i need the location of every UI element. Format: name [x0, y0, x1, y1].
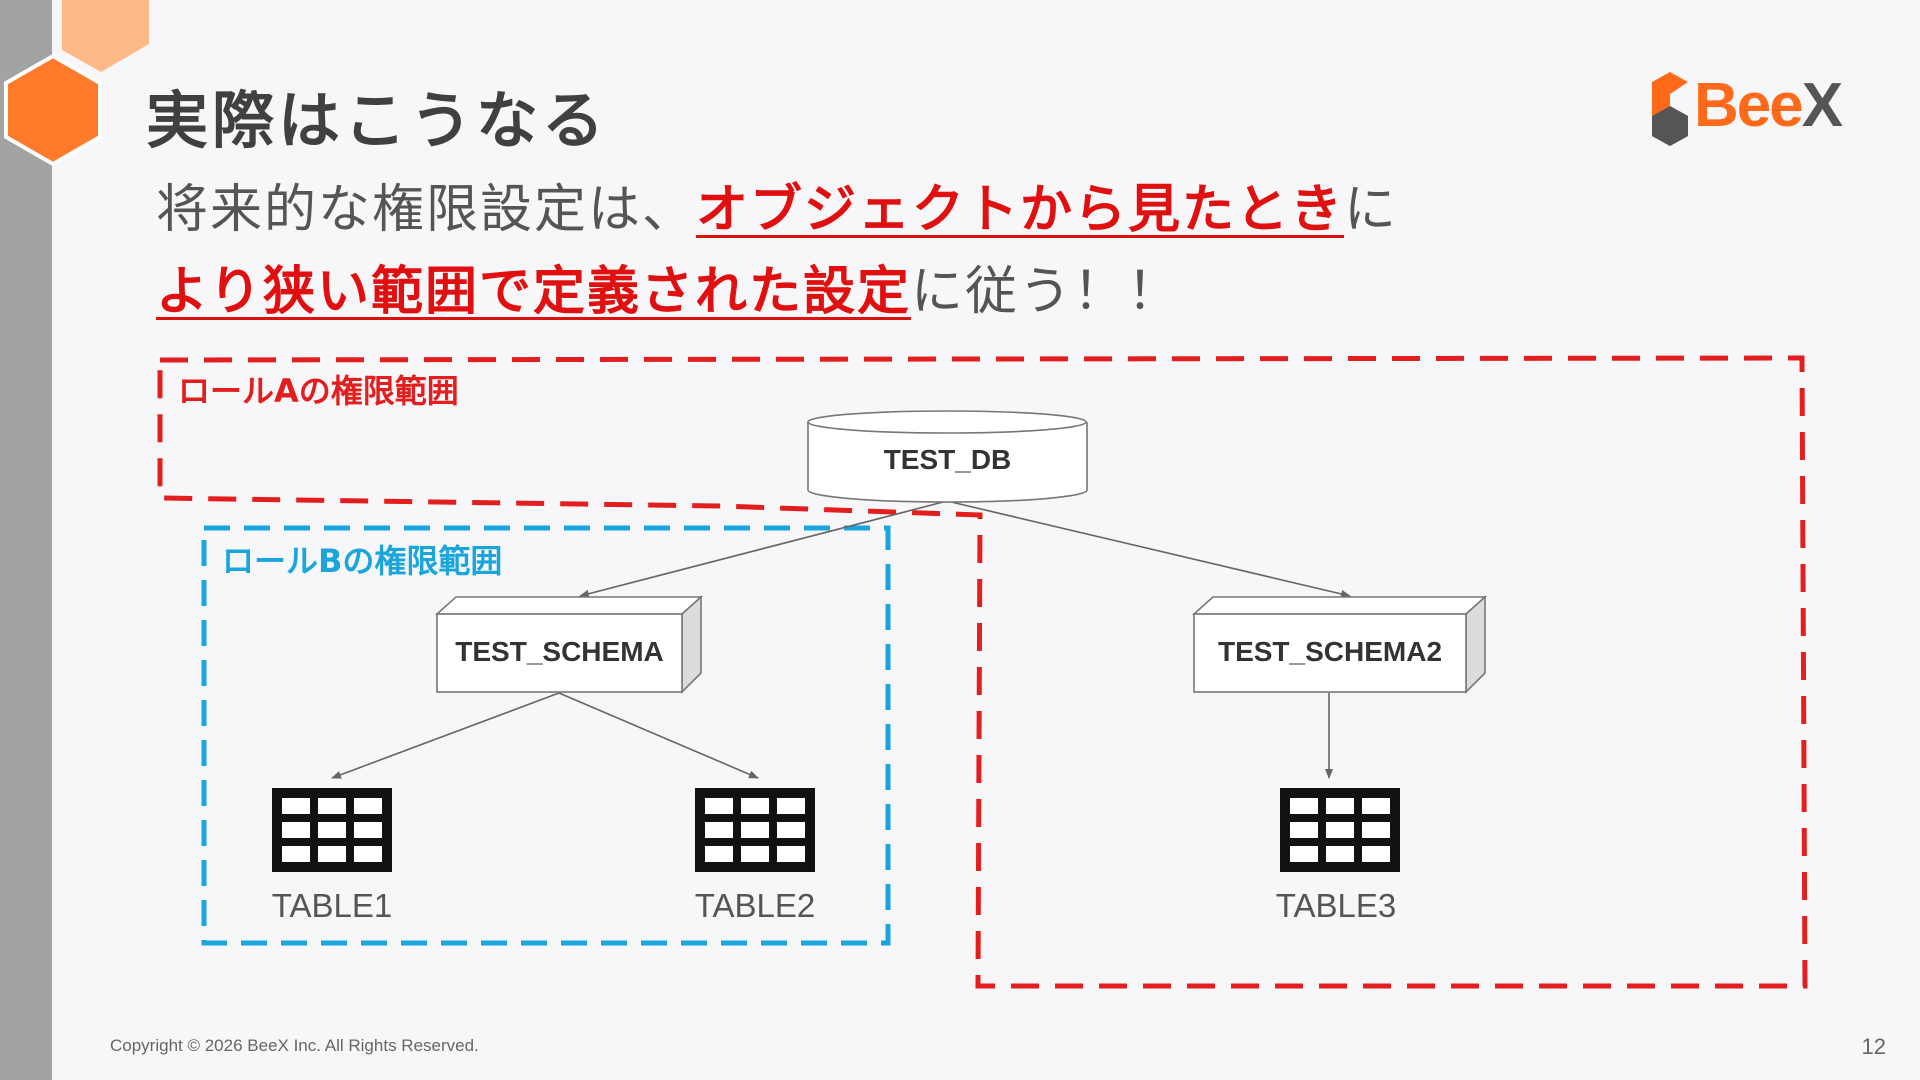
hexagon-light-icon: [62, 0, 149, 72]
database-label: TEST_DB: [883, 444, 1012, 475]
schema1-label: TEST_SCHEMA: [455, 636, 664, 667]
table-grid-icon: [695, 788, 815, 872]
schema-box-icon: [434, 595, 704, 694]
edge-schema1-table2: [558, 692, 759, 779]
role-b-label: ロールBの権限範囲: [222, 542, 503, 580]
hexagon-decoration-icon: [4, 0, 149, 167]
database-cylinder-icon: [807, 410, 1088, 503]
table1-label: TABLE1: [271, 887, 393, 924]
beex-logo-text: BeeX: [1694, 71, 1843, 140]
edge-db-schema1: [579, 500, 948, 598]
beex-logo-icon: [1652, 72, 1688, 146]
page-number: 12: [1861, 1034, 1886, 1059]
subtitle-line-2: より狭い範囲で定義された設定に従う！！: [156, 266, 1181, 318]
subtitle-line2-suffix: に従う！！: [910, 262, 1181, 322]
table-grid-icon: [272, 788, 392, 872]
role-b-region: [201, 525, 891, 946]
table-grid-icon: [1280, 788, 1400, 872]
table3-label: TABLE3: [1275, 887, 1397, 924]
role-a-label: ロールAの権限範囲: [178, 372, 459, 410]
page-title: 実際はこうなる: [146, 84, 609, 157]
edge-schema1-table1: [331, 692, 560, 779]
table2-label: TABLE2: [694, 887, 816, 924]
subtitle-line2-emphasis: より狭い範囲で定義された設定: [156, 262, 911, 322]
subtitle-line1-emphasis: オブジェクトから見たとき: [696, 180, 1345, 240]
left-accent-bar: [0, 0, 52, 1080]
subtitle-line1-prefix: 将来的な権限設定は、: [156, 180, 697, 240]
role-a-region: [157, 355, 1808, 989]
schema2-label: TEST_SCHEMA2: [1217, 636, 1443, 667]
hexagon-orange-icon: [4, 53, 102, 167]
schema-box-icon: [1191, 595, 1488, 694]
copyright-footer: Copyright © 2026 BeeX Inc. All Rights Re…: [110, 1036, 479, 1055]
subtitle-line1-suffix: に: [1344, 180, 1399, 240]
edge-db-schema2: [946, 500, 1351, 598]
subtitle-line-1: 将来的な権限設定は、オブジェクトから見たときに: [156, 184, 1398, 236]
